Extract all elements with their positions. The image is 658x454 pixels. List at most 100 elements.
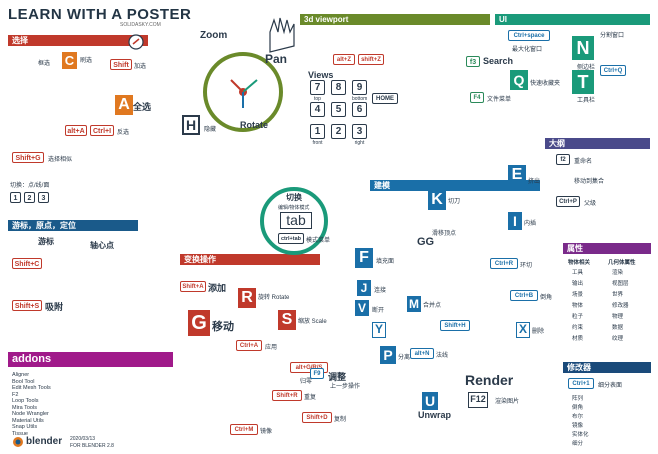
delete-label: 删除 [532,329,545,335]
normal-label: 法线 [436,353,449,359]
edge-key: 2 [24,192,35,203]
props-row: 渲染 [612,270,624,276]
move-label: 移动 [212,321,234,333]
view-navigation-circle [203,52,283,132]
hand-icon [269,17,295,53]
numpad-6: 6 [352,102,367,117]
rotate-label: Rotate [240,120,269,130]
props-row: 物体 [572,303,584,309]
ctrl-p-key: Ctrl+P [556,196,580,207]
views-label: Views [308,70,334,80]
blender-brand: blender [26,436,63,447]
split-label: 分割窗口 [600,33,625,39]
section-addons: addons [8,352,173,367]
slide-label: 滑移顶点 [432,231,457,237]
f12-key: F12 [468,392,488,408]
select-similar-label: 选择相似 [48,157,73,163]
section-select: 选择 [8,35,148,46]
props-row: 输出 [572,281,584,287]
a-key: A [115,95,133,115]
modifier-row: 阵列 [572,396,584,402]
shift-key: Shift [110,59,132,70]
props-row: 视图层 [612,281,629,287]
section-navigate: 游标，原点，定位 [8,220,138,231]
t-key: T [572,70,594,94]
poster-title: LEARN WITH A POSTER [8,6,192,23]
numpad-2: 2 [331,124,346,139]
e-key: E [508,165,526,185]
addon-row: Material Utils [12,417,44,424]
props-col-object: 物体相关 [568,260,591,266]
ctrl-q-key: Ctrl+Q [600,65,626,76]
props-row: 数据 [612,325,624,331]
j-key: J [357,280,371,296]
shift-z-key: shift+Z [358,54,384,65]
numpad-7: 7 [310,80,325,95]
alt-z-key: alt+Z [333,54,355,65]
r-key: R [238,288,256,308]
quick-fav-label: 快速收藏夹 [530,81,561,87]
rotate-transform-label: 旋转 Rotate [258,295,290,301]
switch-mode-label: 切换：点/线/面 [10,183,50,189]
shift-h-key: Shift+H [440,320,470,331]
duplicate-label: 复制 [334,417,347,423]
tab-key: tab [280,212,312,229]
reset-label: 归零 [300,379,313,385]
addon-row: F2 [12,391,19,398]
props-row: 场景 [572,292,584,298]
ctrl-space-key: Ctrl+space [508,30,550,41]
i-key: I [508,212,522,230]
modifier-row: 布尔 [572,414,584,420]
home-key: HOME [372,93,398,104]
ctrl-b-key: Ctrl+B [510,290,538,301]
t-toolbar-label: 工具栏 [577,98,596,104]
file-menu-label: 文件菜单 [487,97,512,103]
section-ui: UI [495,14,650,25]
footer-date: 2020/03/13 [70,436,96,442]
props-row: 工具 [572,270,584,276]
loop-cut-label: 环切 [520,263,533,269]
modifier-row: 细分 [572,441,584,447]
addon-row: Bool Tool [12,378,35,385]
f3-key: f3 [466,56,480,67]
props-row: 修改器 [612,303,629,309]
snap-label: 吸附 [45,302,64,312]
add-label: 添加 [208,283,227,293]
props-row: 约束 [572,325,584,331]
ctrl-r-key: Ctrl+R [490,258,518,269]
cursor-label: 游标 [38,237,54,246]
p-key: P [380,346,396,364]
mirror-label: 镜像 [260,429,273,435]
ctrl-i-key: Ctrl+I [90,125,114,136]
n-sidebar-label: 侧边栏 [577,65,596,71]
tab-mode-label: 编辑/物体模式 [278,205,310,211]
unwrap-label: Unwrap [418,410,452,420]
inset-label: 内插 [524,221,537,227]
shift-a-key: Shift+A [180,281,206,292]
section-outline: 大纲 [545,138,650,149]
maximize-label: 最大化窗口 [512,47,543,53]
addon-row: Mira Tools [12,404,37,411]
bevel-label: 倒角 [540,295,553,301]
shift-g-key: Shift+G [12,152,44,163]
rename-label: 重命名 [574,159,593,165]
h-key: H [182,115,200,135]
alt-a-key: alt+A [65,125,87,136]
last-op-label: 上一步操作 [330,384,361,390]
ctrl-1-key: Ctrl+1 [568,378,594,389]
search-label: Search [483,56,514,66]
rip-label: 断开 [372,308,385,314]
parent-label: 父级 [584,201,597,207]
addon-row: Tissue [12,430,28,437]
f4-key: F4 [470,92,484,103]
numpad-5: 5 [331,102,346,117]
section-3d-viewport: 3d viewport [300,14,490,25]
face-key: 3 [38,192,49,203]
fill-label: 填充面 [376,259,395,265]
n-key: N [572,36,594,60]
addon-row: Loop Tools [12,398,39,404]
modifier-row: 镜像 [572,423,584,429]
props-row: 世界 [612,292,624,298]
f9-key: F9 [310,368,324,379]
move-to-collection-label: 移动到集合 [574,179,605,185]
